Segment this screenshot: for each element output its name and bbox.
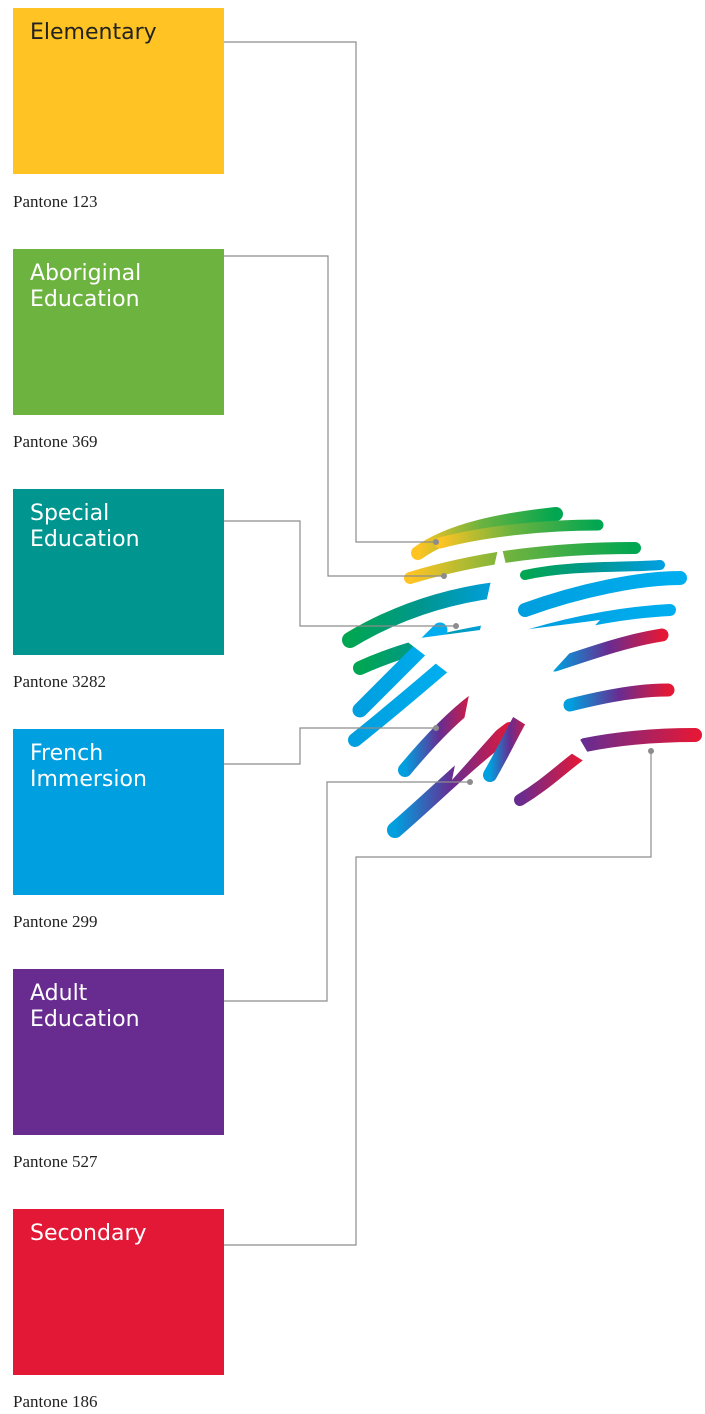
connector-aboriginal-education bbox=[224, 255, 444, 577]
pantone-label: Pantone 186 bbox=[13, 1392, 98, 1411]
connector-secondary bbox=[224, 751, 652, 1246]
connector-french-immersion bbox=[224, 727, 436, 765]
swatch-elementary: Elementary bbox=[13, 8, 224, 174]
brush-star-logo bbox=[342, 507, 702, 838]
star-icon bbox=[405, 540, 600, 780]
pantone-label: Pantone 527 bbox=[13, 1152, 98, 1171]
swatch-label: French Immersion bbox=[30, 741, 147, 792]
connector-adult-education bbox=[224, 781, 470, 1002]
swatch-special-education: Special Education bbox=[13, 489, 224, 655]
swatch-label: Secondary bbox=[30, 1221, 147, 1246]
swatch-label: Aboriginal Education bbox=[30, 261, 142, 312]
swatch-secondary: Secondary bbox=[13, 1209, 224, 1375]
pantone-label: Pantone 299 bbox=[13, 912, 98, 931]
pantone-label: Pantone 3282 bbox=[13, 672, 107, 691]
connector-dots bbox=[433, 539, 654, 785]
pantone-label: Pantone 369 bbox=[13, 432, 98, 451]
connector-lines bbox=[224, 41, 652, 1246]
swatch-label: Adult Education bbox=[30, 981, 140, 1032]
swatch-french-immersion: French Immersion bbox=[13, 729, 224, 895]
connector-special-education bbox=[224, 520, 456, 627]
pantone-label: Pantone 123 bbox=[13, 192, 98, 211]
swatch-adult-education: Adult Education bbox=[13, 969, 224, 1135]
connector-elementary bbox=[224, 41, 436, 543]
swatch-aboriginal-education: Aboriginal Education bbox=[13, 249, 224, 415]
swatch-label: Elementary bbox=[30, 20, 157, 45]
swatch-label: Special Education bbox=[30, 501, 140, 552]
